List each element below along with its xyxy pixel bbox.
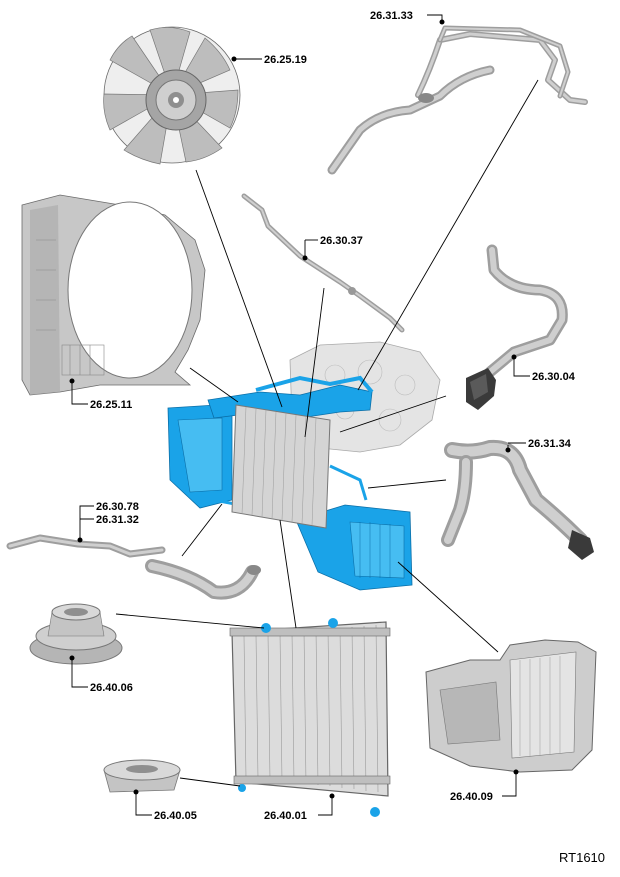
callout-upper-mount: 26.40.06 [90,682,133,694]
hose-with-sensor-illustration [466,244,568,410]
upper-coolant-pipe-illustration [327,25,588,175]
callout-radiator: 26.40.01 [264,810,307,822]
radiator-core-illustration [231,404,331,529]
callout-bleed-pipe: 26.30.37 [320,235,363,247]
callout-fan-cowl: 26.25.11 [90,399,132,411]
leader-lines [69,14,539,816]
intercooler-duct-illustration [425,639,597,773]
radiator-illustration [229,618,391,817]
bleed-pipe-illustration [241,193,405,333]
bottom-hose-illustration [441,439,594,560]
fan-cowl-illustration [21,194,206,396]
callout-labels: 26.25.19 26.31.33 26.30.37 26.25.11 26.3… [90,10,605,865]
reference-code: RT1610 [559,850,605,865]
callout-hose-with-sensor: 26.30.04 [532,371,576,383]
callout-bottom-hose: 26.31.34 [528,438,572,450]
callout-lower-pipe-a: 26.30.78 [96,501,139,513]
cooling-fan-illustration [103,26,241,165]
callout-lower-pipe-b: 26.31.32 [96,514,139,526]
callout-fan: 26.25.19 [264,54,307,66]
callout-upper-coolant-pipe: 26.31.33 [370,10,413,22]
upper-mount-illustration [29,603,123,665]
callout-intercooler-duct: 26.40.09 [450,791,493,803]
lower-mount-illustration [103,759,181,793]
callout-lower-mount: 26.40.05 [154,810,197,822]
lower-coolant-pipes-illustration [6,534,261,600]
